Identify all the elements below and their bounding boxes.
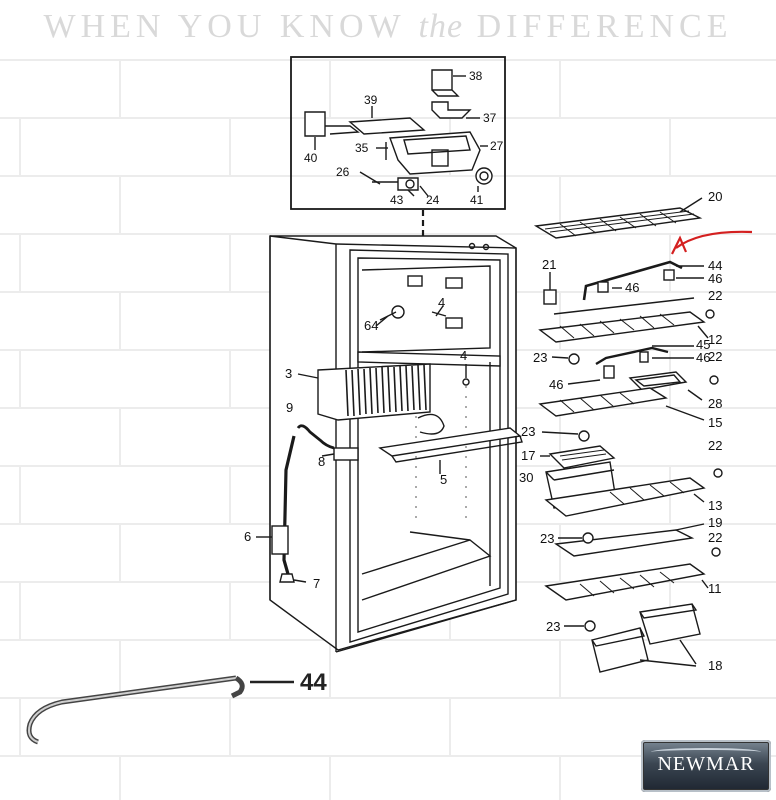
part-label: 20 bbox=[708, 189, 722, 204]
part-label: 22 bbox=[708, 438, 722, 453]
part-label: 24 bbox=[426, 193, 440, 207]
part-label: 23 bbox=[521, 424, 535, 439]
part-label: 22 bbox=[708, 530, 722, 545]
part-label: 46 bbox=[708, 271, 722, 286]
part-label: 3 bbox=[285, 366, 292, 381]
part-label: 8 bbox=[318, 454, 325, 469]
part-label: 46 bbox=[625, 280, 639, 295]
part-label: 23 bbox=[540, 531, 554, 546]
part-label: 37 bbox=[483, 111, 497, 125]
part-label: 46 bbox=[549, 377, 563, 392]
logo-swoosh bbox=[651, 748, 761, 756]
inset-box bbox=[290, 56, 506, 210]
part-label: 22 bbox=[708, 349, 722, 364]
part-label: 38 bbox=[469, 69, 483, 83]
part-label: 23 bbox=[546, 619, 560, 634]
part-label: 17 bbox=[521, 448, 535, 463]
part-label: 4 bbox=[460, 348, 467, 363]
part-label: 46 bbox=[696, 350, 710, 365]
part-label: 7 bbox=[313, 576, 320, 591]
newmar-logo: NEWMAR bbox=[641, 740, 771, 792]
part-label: 9 bbox=[286, 400, 293, 415]
part-label: 11 bbox=[708, 581, 722, 596]
highlight-arrow bbox=[675, 230, 753, 249]
part-label: 19 bbox=[708, 515, 722, 530]
part-label: 35 bbox=[355, 141, 369, 155]
logo-text: NEWMAR bbox=[657, 753, 755, 775]
part-label: 41 bbox=[470, 193, 484, 207]
tagline-right: DIFFERENCE bbox=[476, 8, 733, 45]
part-label: 43 bbox=[390, 193, 404, 207]
part-label: 4 bbox=[438, 295, 445, 310]
part-label: 12 bbox=[708, 332, 722, 347]
part-label: 22 bbox=[708, 288, 722, 303]
part-label: 15 bbox=[708, 415, 722, 430]
tagline-left: WHEN YOU KNOW bbox=[43, 8, 406, 45]
part-44-callout-label: 44 bbox=[300, 669, 327, 696]
part-label: 18 bbox=[708, 658, 722, 673]
part-label: 64 bbox=[364, 318, 378, 333]
refrigerator-cabinet bbox=[256, 235, 523, 653]
part-label: 26 bbox=[336, 165, 350, 179]
tagline-the: the bbox=[418, 8, 464, 45]
part-label: 44 bbox=[708, 258, 722, 273]
part-label: 6 bbox=[244, 529, 251, 544]
part-44-closeup bbox=[26, 675, 294, 745]
part-label: 27 bbox=[490, 139, 504, 153]
part-label: 5 bbox=[440, 472, 447, 487]
part-label: 21 bbox=[542, 257, 556, 272]
part-label: 40 bbox=[304, 151, 318, 165]
part-label: 23 bbox=[533, 350, 547, 365]
exploded-shelves bbox=[533, 197, 723, 673]
tagline: WHEN YOU KNOW the DIFFERENCE bbox=[0, 8, 776, 46]
part-label: 45 bbox=[696, 337, 710, 352]
part-label: 28 bbox=[708, 396, 722, 411]
part-label: 30 bbox=[519, 470, 533, 485]
part-label: 39 bbox=[364, 93, 378, 107]
part-label: 13 bbox=[708, 498, 722, 513]
